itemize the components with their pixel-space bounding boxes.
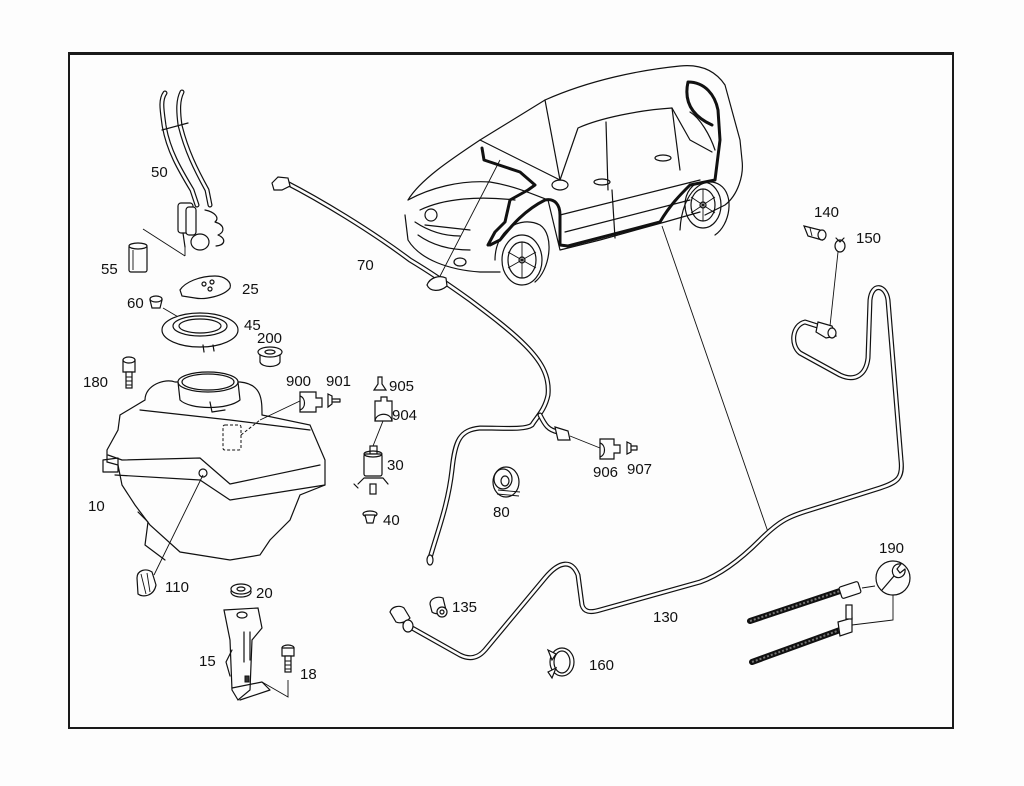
- part-label-140: 140: [814, 204, 839, 221]
- vehicle-illustration: [404, 65, 769, 533]
- part-907-terminal: [626, 441, 638, 455]
- part-25-gasket-plate: [179, 275, 231, 300]
- part-label-180: 180: [83, 374, 108, 391]
- part-label-907: 907: [627, 461, 652, 478]
- part-200-grommet: [257, 346, 283, 368]
- part-140-connector: [803, 225, 827, 241]
- part-900-connector-housing: [299, 391, 323, 413]
- part-label-25: 25: [242, 281, 259, 298]
- part-15-bracket: [223, 607, 289, 701]
- part-label-901: 901: [326, 373, 351, 390]
- part-130-washer-hose: [389, 285, 904, 661]
- part-label-30: 30: [387, 457, 404, 474]
- part-55-filter: [128, 242, 148, 273]
- part-160-hose-clamp: [546, 647, 575, 680]
- part-label-18: 18: [300, 666, 317, 683]
- part-50-pipe-assembly: [142, 89, 225, 257]
- part-40-grommet: [362, 510, 378, 524]
- part-180-bolt: [122, 356, 136, 389]
- part-label-45: 45: [244, 317, 261, 334]
- part-label-900: 900: [286, 373, 311, 390]
- part-60-grommet: [149, 295, 181, 319]
- part-label-80: 80: [493, 504, 510, 521]
- part-label-130: 130: [653, 609, 678, 626]
- part-label-190: 190: [879, 540, 904, 557]
- part-30-washer-pump: [353, 420, 389, 495]
- part-70-washer-hose: [271, 176, 601, 566]
- part-20-grommet: [230, 583, 252, 598]
- part-label-906: 906: [593, 464, 618, 481]
- part-label-160: 160: [589, 657, 614, 674]
- part-label-20: 20: [256, 585, 273, 602]
- part-18-bolt: [281, 644, 295, 673]
- part-label-60: 60: [127, 295, 144, 312]
- part-label-904: 904: [392, 407, 417, 424]
- part-901-terminal: [327, 393, 341, 409]
- part-190-heated-hose-set: [747, 581, 894, 665]
- part-135-connector: [429, 596, 448, 618]
- part-10-reservoir-tank: [102, 371, 326, 561]
- part-label-135: 135: [452, 599, 477, 616]
- part-904-connector-housing: [374, 396, 393, 422]
- part-110-cap: [136, 474, 204, 597]
- part-80-grommet: [492, 466, 521, 498]
- part-label-10: 10: [88, 498, 105, 515]
- part-label-55: 55: [101, 261, 118, 278]
- part-906-connector-housing: [599, 438, 621, 460]
- part-label-50: 50: [151, 164, 168, 181]
- part-45-seal-ring: [161, 312, 239, 353]
- part-label-110: 110: [165, 579, 189, 596]
- wrench-icon: [875, 560, 911, 596]
- part-label-905: 905: [389, 378, 414, 395]
- part-label-15: 15: [199, 653, 216, 670]
- part-150-clip: [829, 237, 846, 327]
- part-label-40: 40: [383, 512, 400, 529]
- part-label-150: 150: [856, 230, 881, 247]
- part-label-200: 200: [257, 330, 282, 347]
- part-label-70: 70: [357, 257, 374, 274]
- part-905-terminal: [372, 376, 388, 391]
